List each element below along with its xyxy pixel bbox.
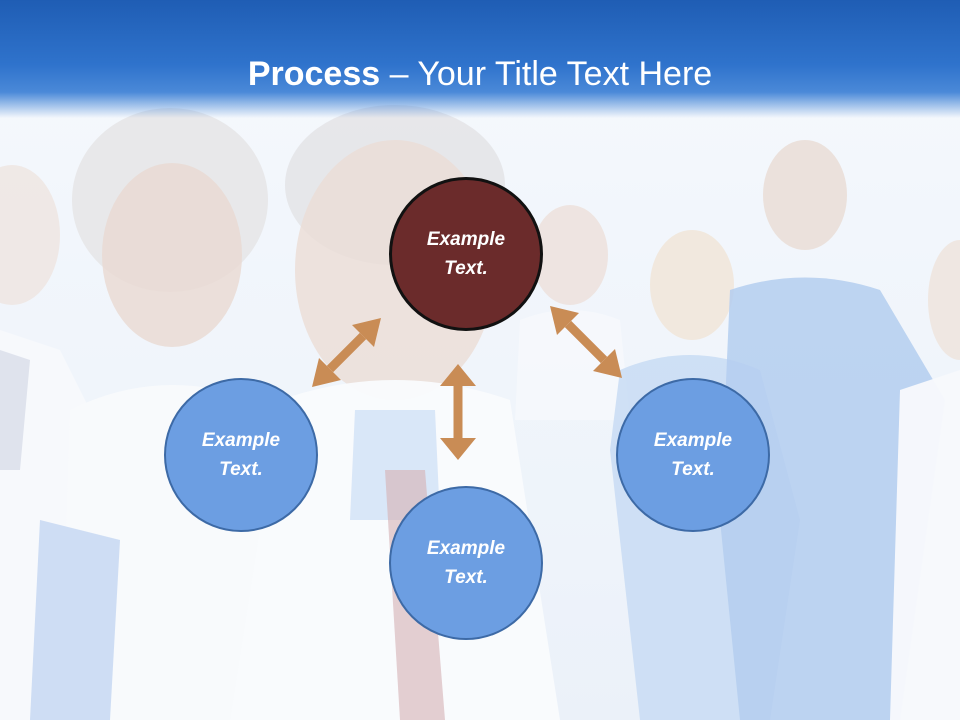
process-node-bottom[interactable]: Example Text.: [389, 486, 543, 640]
title-rest-part: – Your Title Text Here: [380, 55, 713, 93]
title-bold-part: Process: [247, 55, 381, 93]
process-node-left[interactable]: Example Text.: [164, 378, 318, 532]
node-top-line2: Text.: [444, 258, 488, 279]
node-left-line1: Example: [201, 430, 281, 451]
node-top-line1: Example: [426, 229, 506, 250]
process-node-top[interactable]: Example Text.: [389, 177, 543, 331]
node-right-line1: Example: [653, 430, 733, 451]
node-bottom-line1: Example: [426, 538, 506, 559]
node-bottom-line2: Text.: [444, 567, 488, 588]
node-right-line2: Text.: [671, 459, 715, 480]
slide-title[interactable]: Process – Your Title Text Here: [0, 52, 960, 96]
node-left-line2: Text.: [219, 459, 263, 480]
header-band: [0, 0, 960, 118]
process-node-right[interactable]: Example Text.: [616, 378, 770, 532]
